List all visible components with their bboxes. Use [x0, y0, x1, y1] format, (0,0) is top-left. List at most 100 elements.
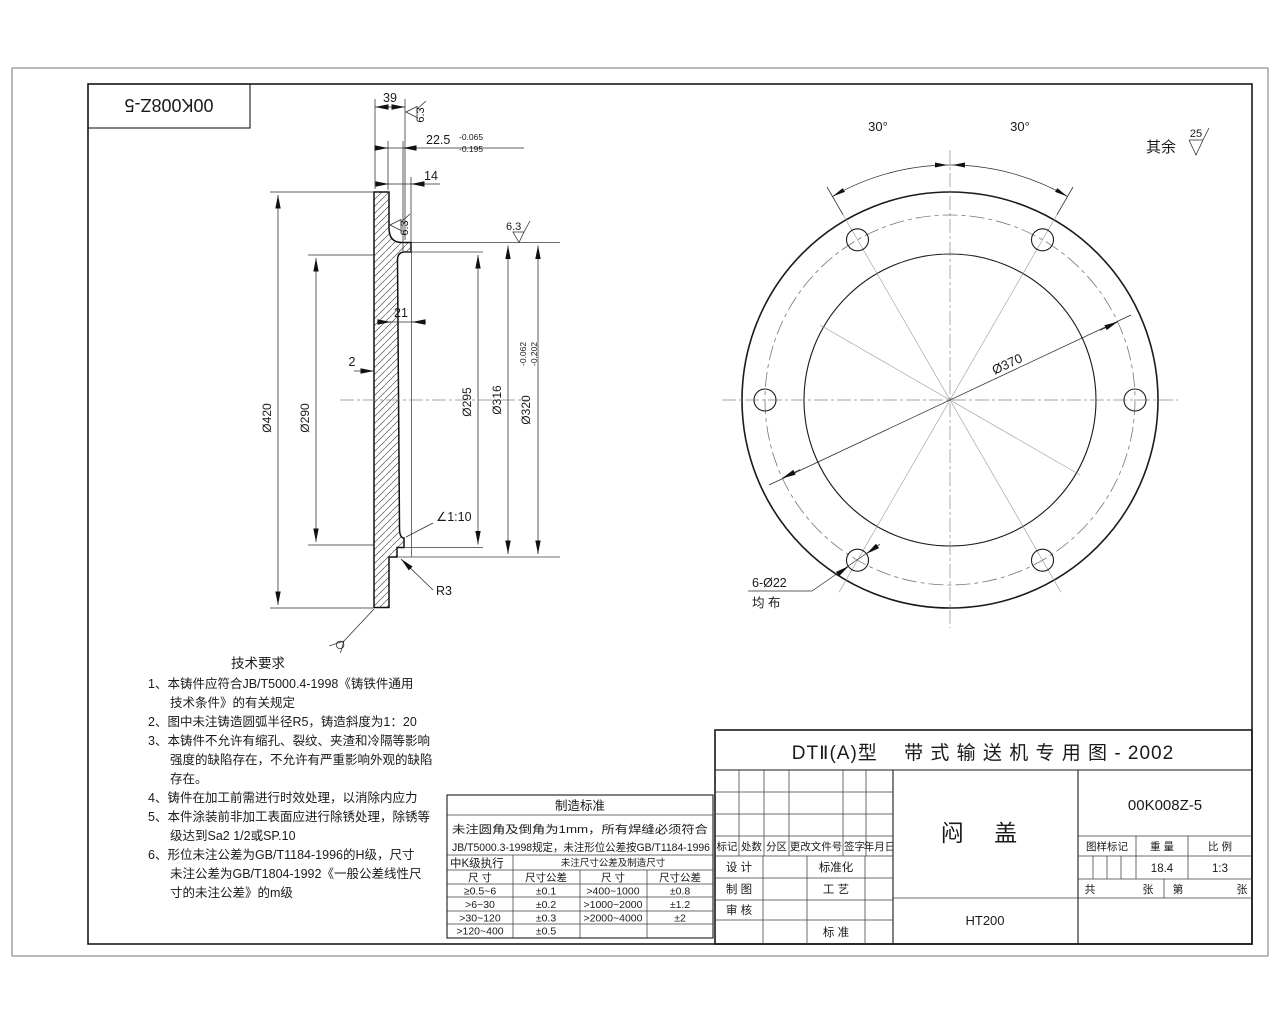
- casting-surface-icon: [329, 608, 375, 654]
- dim-14: 14: [375, 169, 440, 242]
- sheets-sheet-label: 张: [1143, 883, 1154, 896]
- surface-lines: [340, 242, 560, 558]
- mfg-standard-table: 制造标准 未注圆角及倒角为1mm，所有焊缝必须符合 JB/T5000.3-199…: [446, 794, 714, 939]
- title-block: DTⅡ(A)型 带 式 输 送 机 专 用 图 - 2002 标记 处数 分区 …: [714, 729, 1253, 945]
- taper-label: ∠1:10: [436, 510, 472, 524]
- info-block: 00K008Z-5 图样标记 重 量 比 例 18.4 1:3 共 张 第 张: [1078, 797, 1252, 899]
- roughness-63-ledge-icon: 6.3: [506, 220, 531, 244]
- tolerance-table: 尺 寸 尺寸公差 尺 寸 尺寸公差 ≥0.5~6 ±0.1 >400~1000 …: [456, 871, 701, 938]
- tol-col-header: 尺 寸: [468, 871, 492, 884]
- roughness-25-icon: 25: [1188, 127, 1210, 156]
- dim-22-5-tol-lower: -0.195: [459, 144, 483, 154]
- roughness-63-top-label: 6.3: [415, 107, 427, 122]
- angle-dims: 30° 30°: [826, 119, 1074, 215]
- dim-d320-label: Ø320: [519, 395, 533, 425]
- main-title: DTⅡ(A)型 带 式 输 送 机 专 用 图 - 2002: [792, 742, 1174, 764]
- tech-req-line: 技术条件》的有关规定: [170, 695, 295, 710]
- dim-d295-label: Ø295: [460, 387, 474, 417]
- signature-rows: 设 计 标准化 制 图 工 艺 审 核 标 准: [715, 856, 893, 944]
- roughness-63-mid-label: 6.3: [399, 220, 411, 235]
- section-view: 39 6.3 22.5 -0.065 -0.195 6.3: [260, 91, 560, 654]
- dim-d420-label: Ø420: [260, 403, 274, 433]
- drawing-number: 00K008Z-5: [1128, 797, 1202, 814]
- drawing-frame: [11, 67, 1269, 957]
- dim-22-5-label: 22.5: [426, 133, 450, 147]
- tol-cell: ±0.8: [670, 886, 691, 898]
- tol-cell: >120~400: [456, 926, 503, 938]
- tech-req-line: 2、图中未注铸造圆弧半径R5，铸造斜度为1：20: [148, 714, 417, 729]
- dim-39-label: 39: [383, 91, 397, 105]
- mfg-note-1: 未注圆角及倒角为1mm，所有焊缝必须符合: [452, 822, 708, 836]
- angle-right-label: 30°: [1010, 119, 1030, 134]
- tech-req-line: 5、本件涂装前非加工表面应进行除锈处理，除锈等: [148, 809, 430, 824]
- scale-header: 比 例: [1208, 840, 1232, 853]
- general-roughness-note: 其余 25: [1146, 127, 1210, 156]
- rev-header: 分区: [766, 841, 787, 853]
- tol-col-header: 尺寸公差: [659, 871, 701, 884]
- role-standardization: 标准化: [819, 860, 854, 874]
- tech-req-line: 3、本铸件不允许有缩孔、裂纹、夹渣和冷隔等影响: [148, 733, 430, 748]
- sheets-sheet-label2: 张: [1237, 883, 1248, 896]
- dim-2-label: 2: [349, 355, 356, 369]
- tolerance-table-caption: 未注尺寸公差及制造尺寸: [561, 857, 666, 869]
- role-design: 设 计: [726, 861, 753, 874]
- dim-22-5-tol-upper: -0.065: [459, 132, 483, 142]
- tol-cell: >6~30: [465, 899, 495, 911]
- bolt-holes: [753, 228, 1147, 572]
- tech-req-line: 4、铸件在加工前需进行时效处理，以消除内应力: [148, 790, 417, 805]
- dim-d290: Ø290: [298, 254, 374, 546]
- tol-col-header: 尺寸公差: [525, 871, 567, 884]
- tech-requirements: 技术要求 1、本铸件应符合JB/T5000.4-1998《铸铁件通用 技术条件》…: [148, 656, 433, 900]
- tol-col-header: 尺 寸: [601, 871, 625, 884]
- tol-cell: ±0.1: [536, 886, 557, 898]
- roughness-63-mid-icon: 6.3: [389, 213, 411, 236]
- material: HT200: [965, 913, 1004, 928]
- dim-14-label: 14: [424, 169, 438, 183]
- doc-number-box: 00K008Z-5: [87, 83, 251, 129]
- centerlines: [722, 150, 1178, 628]
- dim-d320-tol-upper: -0.062: [518, 342, 528, 366]
- dim-d320: Ø320 -0.062 -0.202: [518, 245, 541, 554]
- mfg-std-title: 制造标准: [555, 799, 605, 813]
- tech-req-line: 未注公差为GB/T1804-1992《一般公差线性尺: [170, 866, 421, 881]
- tol-cell: ±1.2: [670, 899, 691, 911]
- tech-req-line: 1、本铸件应符合JB/T5000.4-1998《铸铁件通用: [148, 676, 413, 691]
- dim-d316-label: Ø316: [490, 385, 504, 415]
- rev-header: 年月日: [864, 840, 896, 853]
- dim-39: 39: [374, 91, 406, 240]
- holes-label-line1: 6-Ø22: [752, 576, 787, 590]
- dim-d420: Ø420: [260, 191, 373, 609]
- tol-cell: ±0.5: [536, 926, 557, 938]
- dim-d320-tol-lower: -0.202: [529, 342, 539, 366]
- rev-header: 处数: [741, 840, 762, 853]
- roughness-63-ledge-label: 6.3: [506, 221, 521, 233]
- roughness-63-top-icon: 6.3: [405, 100, 427, 123]
- inner-frame: [87, 83, 1253, 945]
- tech-req-title: 技术要求: [231, 656, 285, 671]
- taper-callout: ∠1:10: [405, 510, 472, 538]
- dim-22-5: 22.5 -0.065 -0.195: [374, 132, 524, 251]
- role-process: 工 艺: [823, 883, 849, 896]
- rev-header: 标记: [717, 841, 738, 853]
- dim-2: 2: [349, 355, 374, 374]
- dim-21: 21: [377, 306, 426, 325]
- tech-req-line: 寸的未注公差》的m级: [170, 885, 293, 900]
- tech-req-line: 6、形位未注公差为GB/T1184-1996的H级，尺寸: [148, 847, 415, 862]
- scale-value: 1:3: [1212, 863, 1228, 875]
- mfg-note-3: 中K级执行: [450, 856, 504, 870]
- plan-view: Ø370 30° 30° 6-Ø22 均 布: [722, 119, 1178, 628]
- weight-header: 重 量: [1150, 840, 1174, 853]
- role-draft: 制 图: [726, 883, 752, 896]
- tech-req-line: 存在。: [170, 772, 208, 786]
- holes-callout: 6-Ø22 均 布: [748, 543, 881, 610]
- dim-21-label: 21: [394, 306, 408, 320]
- surface-note-label: 其余: [1146, 138, 1176, 156]
- tech-req-line: 级达到Sa2 1/2或SP.10: [170, 829, 296, 843]
- rev-header: 更改文件号: [790, 840, 843, 853]
- role-check: 审 核: [726, 903, 753, 917]
- tol-cell: ±0.2: [536, 899, 557, 911]
- weight-value: 18.4: [1151, 863, 1174, 875]
- dim-d316: Ø316: [490, 245, 511, 554]
- fillet-label: R3: [436, 584, 452, 598]
- angle-left-label: 30°: [868, 119, 888, 134]
